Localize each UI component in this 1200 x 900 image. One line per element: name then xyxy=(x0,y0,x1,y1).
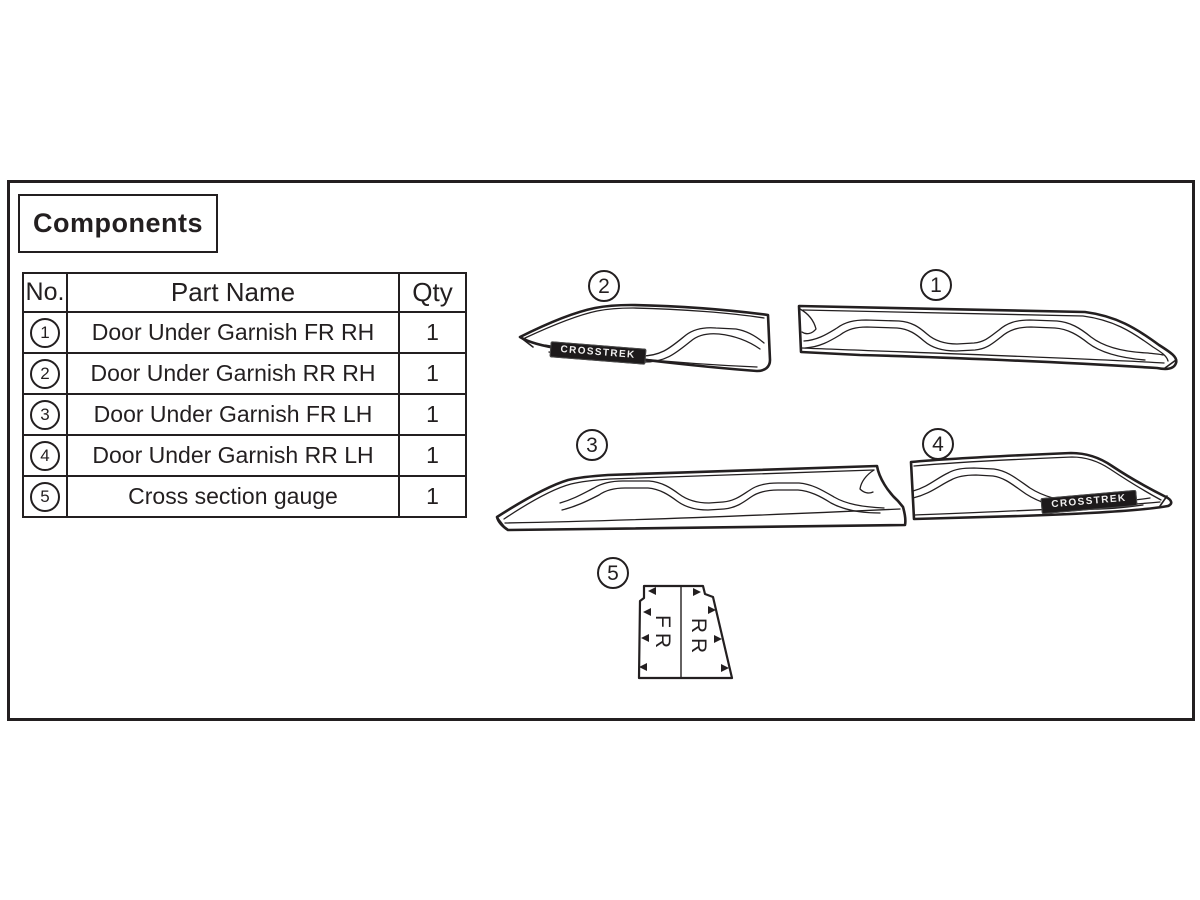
callout-part-1: 1 xyxy=(920,269,952,301)
garnish-fr-lh-drawing xyxy=(495,464,907,532)
qty-cell: 1 xyxy=(398,311,467,354)
cross-section-gauge-drawing xyxy=(637,584,734,680)
callout-part-2: 2 xyxy=(588,270,620,302)
part-name-cell: Door Under Garnish RR LH xyxy=(66,434,400,477)
qty-cell: 1 xyxy=(398,475,467,518)
gauge-rear-label: RR xyxy=(687,617,710,659)
qty-cell: 1 xyxy=(398,393,467,436)
parts-table-header-row: No. Part Name Qty xyxy=(22,272,467,313)
circled-number: 3 xyxy=(30,399,60,430)
qty-cell: 1 xyxy=(398,352,467,395)
garnish-fr-rh-drawing xyxy=(797,304,1178,371)
table-row: 3 Door Under Garnish FR LH 1 xyxy=(22,393,467,436)
callout-part-5: 5 xyxy=(597,557,629,589)
col-header-no: No. xyxy=(22,272,68,313)
table-row: 2 Door Under Garnish RR RH 1 xyxy=(22,352,467,395)
components-title: Components xyxy=(33,208,203,238)
circled-number: 1 xyxy=(30,317,60,348)
gauge-arrow-markers xyxy=(639,587,729,672)
col-header-name: Part Name xyxy=(66,272,400,313)
table-row: 1 Door Under Garnish FR RH 1 xyxy=(22,311,467,354)
gauge-front-label: FR xyxy=(651,615,674,653)
col-header-qty: Qty xyxy=(398,272,467,313)
part-name-cell: Door Under Garnish FR LH xyxy=(66,393,400,436)
circled-number: 2 xyxy=(30,358,60,389)
parts-table: No. Part Name Qty 1 Door Under Garnish F… xyxy=(22,272,467,518)
callout-part-4: 4 xyxy=(922,428,954,460)
components-title-box: Components xyxy=(18,194,218,253)
qty-cell: 1 xyxy=(398,434,467,477)
part-name-cell: Door Under Garnish RR RH xyxy=(66,352,400,395)
circled-number: 4 xyxy=(30,440,60,471)
part-name-cell: Cross section gauge xyxy=(66,475,400,518)
part-name-cell: Door Under Garnish FR RH xyxy=(66,311,400,354)
circled-number: 5 xyxy=(30,481,60,512)
table-row: 5 Cross section gauge 1 xyxy=(22,475,467,518)
callout-part-3: 3 xyxy=(576,429,608,461)
table-row: 4 Door Under Garnish RR LH 1 xyxy=(22,434,467,477)
